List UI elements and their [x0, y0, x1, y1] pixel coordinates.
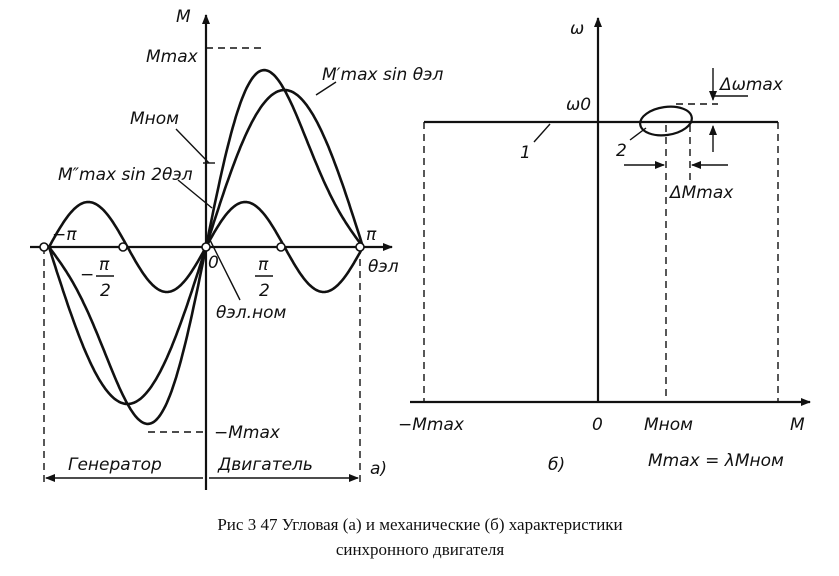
panel-b-mechanical-characteristic: ω ω0 Δωmax 1 2 ΔMmax −Mmax 0 Mном M Mmax…: [398, 17, 811, 475]
zero-crossing-dot: [276, 242, 286, 252]
curve2-leader: [177, 179, 213, 209]
zero-b-label: 0: [592, 415, 603, 435]
panel-b-y-label: ω: [570, 19, 584, 39]
zero-label: 0: [208, 253, 219, 273]
zero-crossing-dot: [355, 242, 365, 252]
x-axis-label: θэл: [368, 257, 399, 277]
zero-crossing-dot: [39, 242, 49, 252]
pi2-numerator: π: [258, 255, 269, 275]
neg-pi2-denominator: 2: [100, 281, 111, 301]
mnom-b-label: Mном: [644, 415, 693, 435]
mnom-leader: [175, 128, 210, 164]
omega0-label: ω0: [566, 95, 591, 115]
neg-mmax-b-label: −Mmax: [398, 415, 465, 435]
curve1-label: M′max sin θэл: [322, 65, 443, 85]
panel-a-angular-characteristic: M Mmax M′max sin θэл Mном M″max sin 2θэл…: [30, 7, 443, 490]
marker-1-leader: [533, 123, 551, 143]
caption-line-1: Рис 3 47 Угловая (а) и механические (б) …: [217, 515, 622, 534]
dm-label: ΔMmax: [668, 183, 734, 203]
neg-pi-label: −π: [52, 225, 77, 245]
zero-crossing-dot: [201, 242, 211, 252]
curve1-leader: [315, 81, 337, 96]
pi-label: π: [366, 225, 377, 245]
panel-b-x-label: M: [790, 415, 805, 435]
marker-2-leader: [629, 127, 647, 141]
motor-label: Двигатель: [217, 455, 313, 475]
mmax-label: Mmax: [146, 47, 199, 67]
panel-b-label: б): [548, 455, 565, 475]
oscillation-ellipse-2: [639, 105, 693, 137]
relation-label: Mmax = λMном: [648, 451, 784, 471]
panel-a-label: а): [370, 459, 387, 479]
theta-nom-label: θэл.ном: [216, 303, 287, 323]
pi2-denominator: 2: [259, 281, 270, 301]
neg-pi2-sign: −: [80, 265, 94, 285]
theta-nom-leader: [209, 239, 241, 301]
caption-line-2: синхронного двигателя: [336, 540, 505, 559]
neg-mmax-label: −Mmax: [214, 423, 281, 443]
curve2-label: M″max sin 2θэл: [58, 165, 193, 185]
neg-pi2-numerator: π: [99, 255, 110, 275]
zero-crossing-dot: [118, 242, 128, 252]
marker-1: 1: [520, 143, 531, 163]
panel-a-y-label: M: [176, 7, 191, 27]
marker-2: 2: [616, 141, 627, 161]
domega-label: Δωmax: [718, 75, 784, 95]
mnom-label: Mном: [130, 109, 179, 129]
generator-label: Генератор: [68, 455, 162, 475]
